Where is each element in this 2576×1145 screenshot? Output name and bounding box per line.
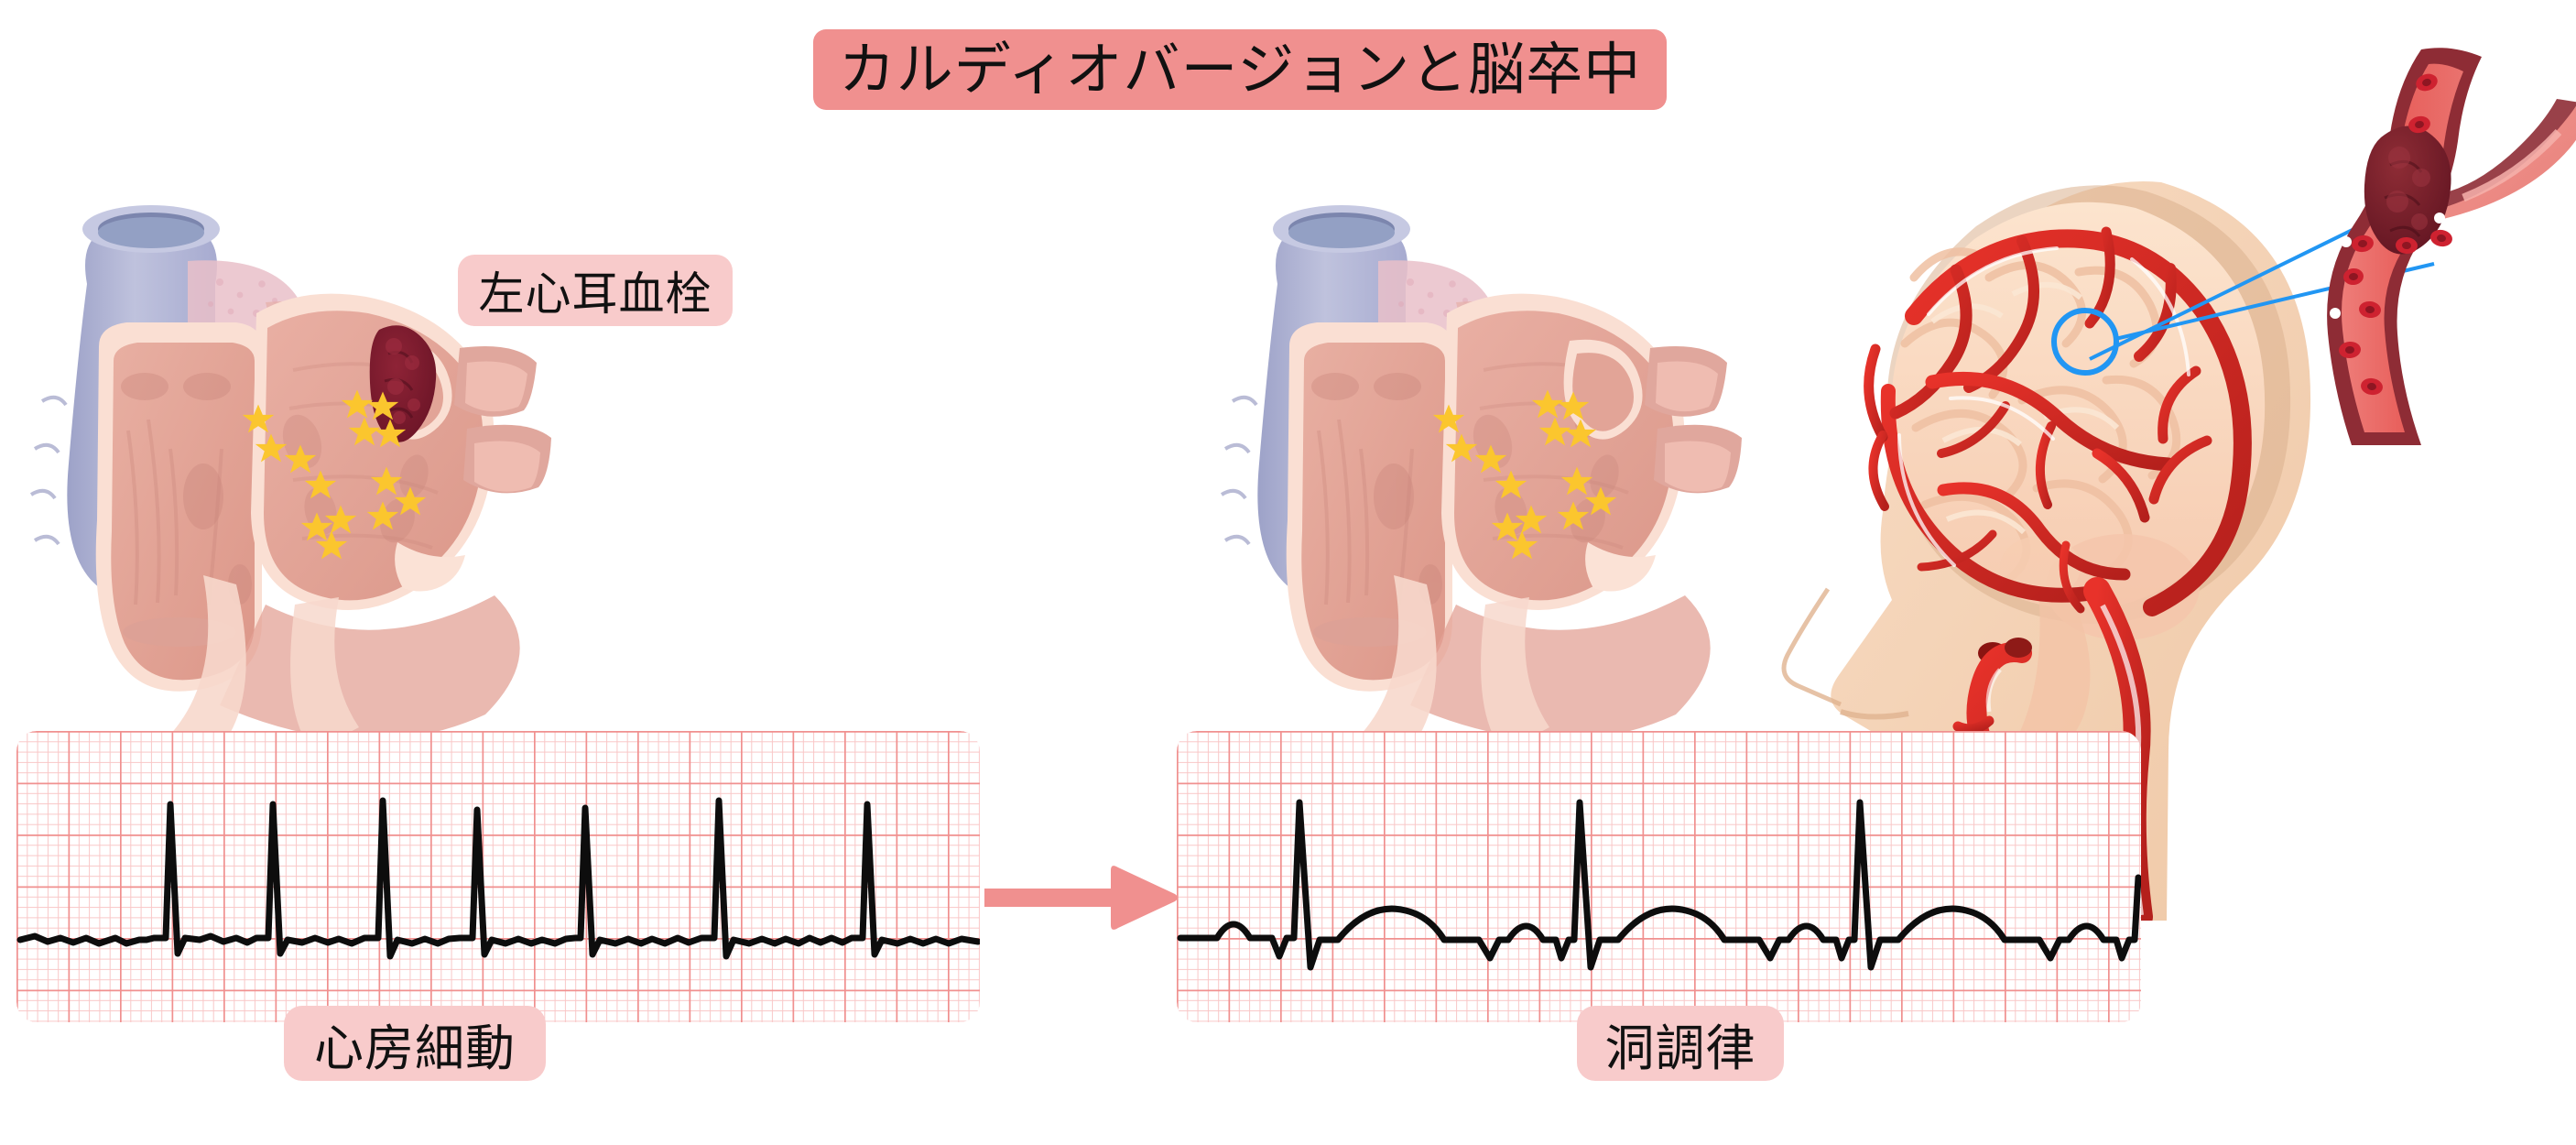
left-atrium-cutaway [1441, 293, 1685, 611]
ecg-strip-sinus-rhythm [1177, 731, 2141, 1022]
pulmonary-vein-stumps [1645, 346, 1742, 494]
left-ventricle-mass [1410, 595, 1711, 740]
pulmonary-vein-stumps [454, 346, 551, 494]
page-title-text: カルディオバージョンと脳卒中 [838, 36, 1642, 103]
label-atrial-fibrillation-text: 心房細動 [314, 1019, 516, 1077]
heart-illustration-sinus [1220, 205, 1742, 755]
cerebral-arteries [1864, 226, 2252, 616]
ecg-trace-afib [16, 797, 980, 960]
callout-circle-icon [2051, 308, 2119, 376]
label-sinus-rhythm-text: 洞調律 [1604, 1019, 1756, 1077]
label-atrial-fibrillation: 心房細動 [284, 1006, 546, 1081]
arrow-right-icon [984, 866, 1178, 930]
label-laa-thrombus: 左心耳血栓 [458, 255, 733, 326]
fibrillation-stars [1432, 389, 1617, 560]
vessel-branch [2423, 99, 2576, 214]
vessel-embolus-inset [2327, 48, 2576, 445]
label-sinus-rhythm: 洞調律 [1577, 1006, 1784, 1081]
heart-illustration-afib [29, 205, 551, 755]
ecg-strip-atrial-fibrillation [16, 731, 980, 1022]
mitral-valve-ruffle [395, 542, 465, 592]
page-title: カルディオバージョンと脳卒中 [813, 29, 1667, 110]
fibrillation-stars [242, 389, 427, 560]
mitral-valve-ruffle [1585, 542, 1656, 592]
white-blood-cells [2330, 213, 2445, 319]
embolus [2364, 125, 2451, 255]
ecg-trace-sinus [1177, 799, 2141, 971]
left-ventricle-mass [220, 595, 520, 740]
red-blood-cells [2339, 73, 2452, 396]
label-laa-thrombus-text: 左心耳血栓 [478, 267, 712, 321]
